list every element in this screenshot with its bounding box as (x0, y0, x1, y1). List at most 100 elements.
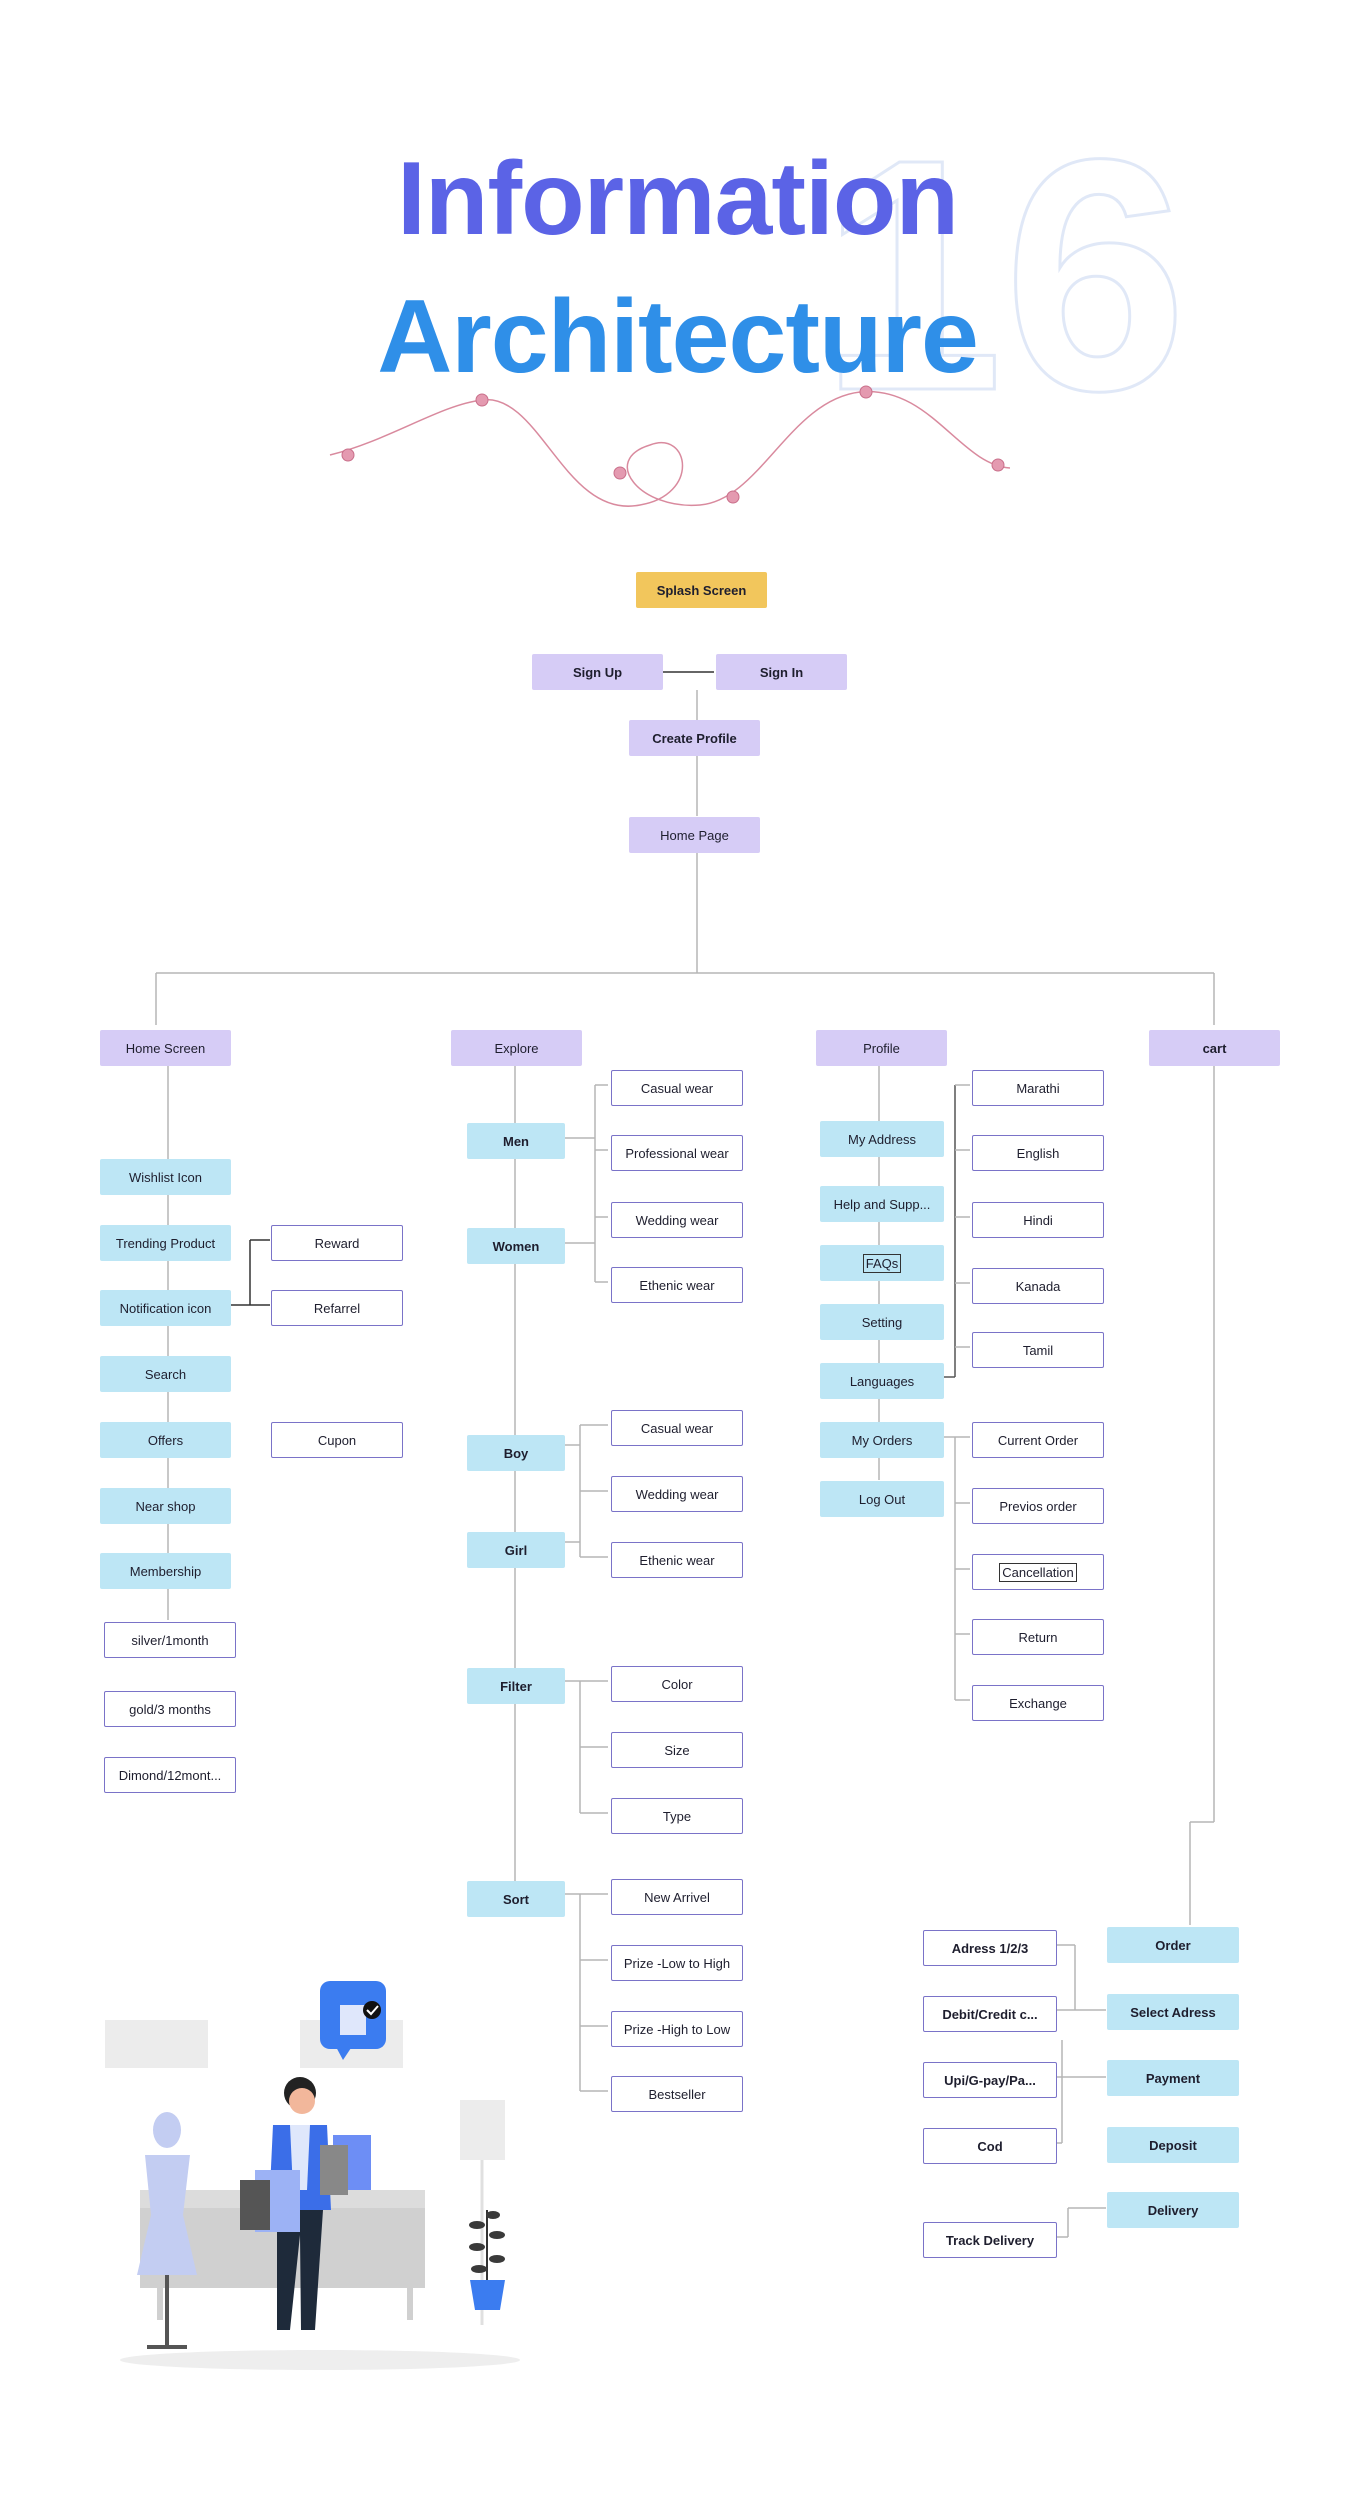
explore-men-label: Men (503, 1133, 529, 1149)
filter-item: Type (611, 1798, 743, 1834)
mannequin-head (153, 2112, 181, 2148)
cart-option: Debit/Credit c... (923, 1996, 1057, 2032)
order-option-label: Exchange (1009, 1695, 1067, 1711)
notification-child: Reward (271, 1225, 403, 1261)
explore-sort-label: Sort (503, 1891, 529, 1907)
filter-item-label: Type (662, 1808, 692, 1824)
decorative-wave (329, 390, 1011, 507)
explore-girl-label: Girl (504, 1542, 528, 1558)
cart-option-label: Debit/Credit c... (942, 2006, 1038, 2022)
cart-step-label: Delivery (1147, 2202, 1199, 2218)
profile-item: Log Out (820, 1481, 944, 1517)
sign-in-label: Sign In (759, 664, 804, 680)
profile-item-label: Log Out (858, 1491, 906, 1507)
filter-item-label: Size (664, 1742, 690, 1758)
explore-kids-item: Ethenic wear (611, 1542, 743, 1578)
cart-step: Deposit (1107, 2127, 1239, 2163)
order-option-label: Current Order (997, 1432, 1079, 1448)
explore-girl: Girl (467, 1532, 565, 1568)
language-option-label: English (1016, 1145, 1060, 1161)
profile-header: Profile (816, 1030, 947, 1066)
profile-item-label: Setting (861, 1314, 903, 1330)
profile-item: Setting (820, 1304, 944, 1340)
explore-kids-item-label: Casual wear (640, 1420, 714, 1436)
explore-adult-item: Wedding wear (611, 1202, 743, 1238)
language-option: Hindi (972, 1202, 1104, 1238)
explore-adult-item: Ethenic wear (611, 1267, 743, 1303)
filter-item: Color (611, 1666, 743, 1702)
page-title-line1: Information (397, 141, 959, 257)
explore-boy-label: Boy (503, 1445, 529, 1461)
membership-plan: silver/1month (104, 1622, 236, 1658)
wave-dot (341, 448, 355, 462)
membership-plan-label: gold/3 months (129, 1701, 211, 1717)
home-item: Membership (100, 1553, 231, 1589)
home-screen-label: Home Screen (125, 1040, 206, 1056)
wave-dot (991, 458, 1005, 472)
explore-boy: Boy (467, 1435, 565, 1471)
decorative-number: 16 (818, 90, 1188, 459)
explore-adult-item: Professional wear (611, 1135, 743, 1171)
splash-screen-label: Splash Screen (656, 582, 747, 598)
wave-dot (726, 490, 740, 504)
order-option: Previos order (972, 1488, 1104, 1524)
profile-item: My Address (820, 1121, 944, 1157)
explore-men: Men (467, 1123, 565, 1159)
home-item: Wishlist Icon (100, 1159, 231, 1195)
create-profile-node: Create Profile (629, 720, 760, 756)
profile-item: Languages (820, 1363, 944, 1399)
cart-step: Select Adress (1107, 1994, 1239, 2030)
explore-label: Explore (494, 1040, 539, 1056)
language-option-label: Kanada (1015, 1278, 1061, 1294)
cart-step-label: Select Adress (1130, 2004, 1216, 2020)
home-item: Offers (100, 1422, 231, 1458)
cart-label: cart (1202, 1040, 1227, 1056)
cart-option: Cod (923, 2128, 1057, 2164)
explore-kids-item: Casual wear (611, 1410, 743, 1446)
order-option-label: Previos order (999, 1498, 1077, 1514)
page-title-line2: Architecture (377, 279, 979, 395)
sort-item-label: Prize -High to Low (623, 2021, 731, 2037)
language-option: English (972, 1135, 1104, 1171)
cart-option: Adress 1/2/3 (923, 1930, 1057, 1966)
sort-item-label: New Arrivel (644, 1889, 710, 1905)
sort-item: New Arrivel (611, 1879, 743, 1915)
plant-pot (470, 2280, 505, 2310)
order-option: Exchange (972, 1685, 1104, 1721)
profile-label: Profile (863, 1040, 900, 1056)
home-item-label: Offers (147, 1432, 184, 1448)
profile-item: My Orders (820, 1422, 944, 1458)
home-item: Search (100, 1356, 231, 1392)
shopping-illustration (105, 1981, 520, 2370)
shopping-bag (240, 2180, 270, 2230)
cart-step: Order (1107, 1927, 1239, 1963)
order-option: Current Order (972, 1422, 1104, 1458)
sort-item: Prize -High to Low (611, 2011, 743, 2047)
notification-child-label: Reward (314, 1235, 360, 1251)
mannequin-body (137, 2155, 197, 2275)
cart-option: Track Delivery (923, 2222, 1057, 2258)
cart-step: Delivery (1107, 2192, 1239, 2228)
splash-screen-node: Splash Screen (636, 572, 767, 608)
offers-child: Cupon (271, 1422, 403, 1458)
profile-item-label: FAQs (862, 1253, 902, 1273)
explore-adult-item-label: Professional wear (625, 1145, 729, 1161)
language-option: Kanada (972, 1268, 1104, 1304)
language-option: Marathi (972, 1070, 1104, 1106)
sort-item: Bestseller (611, 2076, 743, 2112)
cart-step-label: Deposit (1149, 2137, 1197, 2153)
wave-dot (859, 385, 873, 399)
profile-item-label: My Orders (851, 1432, 913, 1448)
explore-kids-item: Wedding wear (611, 1476, 743, 1512)
create-profile-label: Create Profile (652, 730, 737, 746)
membership-plan-label: Dimond/12mont... (118, 1767, 222, 1783)
membership-plan: Dimond/12mont... (104, 1757, 236, 1793)
cart-option-label: Adress 1/2/3 (951, 1940, 1029, 1956)
notification-child: Refarrel (271, 1290, 403, 1326)
membership-plan-label: silver/1month (131, 1632, 209, 1648)
language-option: Tamil (972, 1332, 1104, 1368)
cart-header: cart (1149, 1030, 1280, 1066)
home-item: Notification icon (100, 1290, 231, 1326)
profile-item-label: Help and Supp... (833, 1196, 931, 1212)
profile-item-label: My Address (848, 1131, 916, 1147)
